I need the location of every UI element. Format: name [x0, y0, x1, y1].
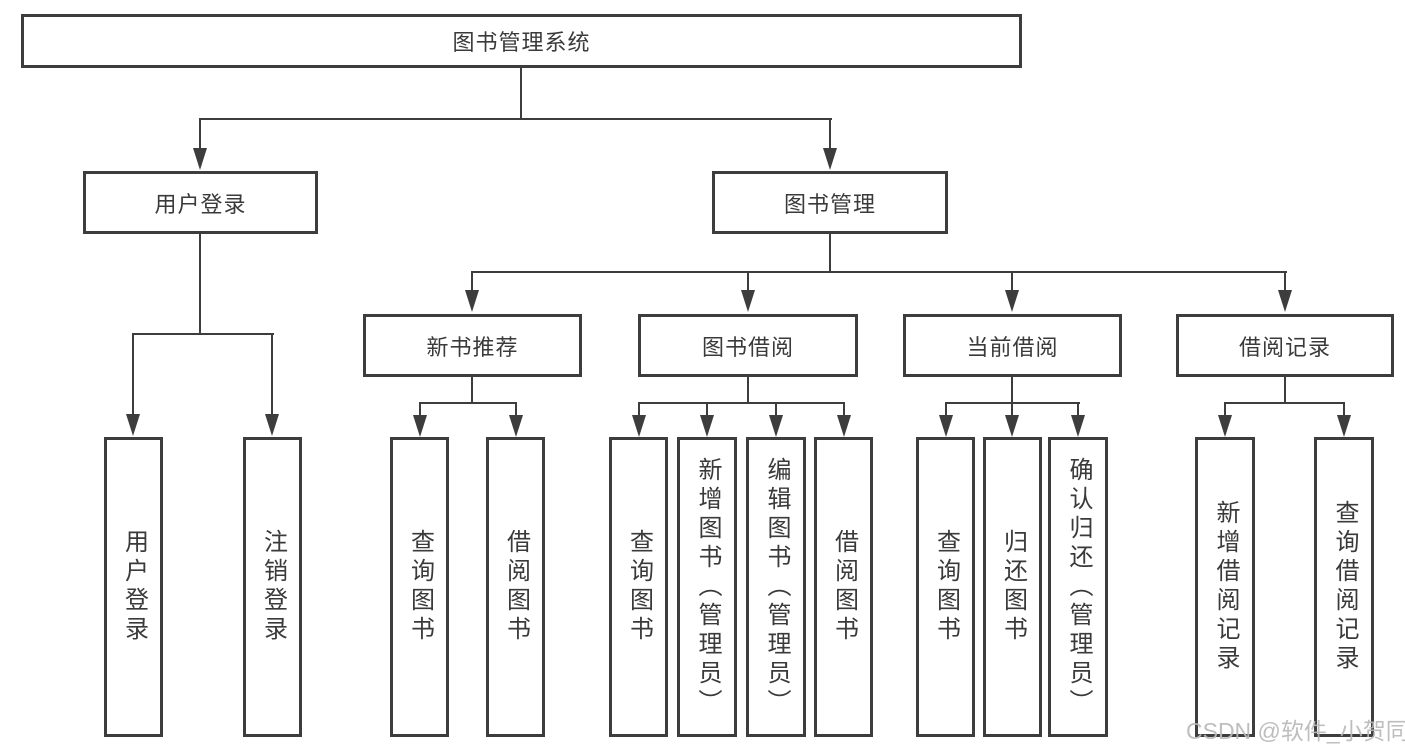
connector-segment [706, 402, 708, 416]
arrow-down-icon [837, 415, 851, 437]
node-borrowing-records-label: 借阅记录 [1238, 334, 1331, 360]
node-book-borrowing-label: 图书借阅 [701, 334, 794, 360]
arrow-down-icon [632, 415, 646, 437]
arrow-down-icon [1337, 415, 1351, 437]
connector-segment [829, 232, 831, 273]
connector-segment [1224, 402, 1226, 416]
arrow-down-icon [769, 415, 783, 437]
arrow-down-icon [1005, 290, 1019, 312]
leaf-user-login-label: 用户登录 [120, 529, 148, 645]
connector-segment [132, 333, 134, 416]
leaf-query-books-3: 查询图书 [916, 437, 975, 737]
leaf-add-books-admin-label: 新增图书（管理员） [694, 456, 721, 718]
leaf-edit-books-admin: 编辑图书（管理员） [746, 437, 806, 737]
connector-segment [520, 66, 522, 119]
node-borrowing-records: 借阅记录 [1176, 314, 1394, 377]
leaf-borrow-books-2-label: 借阅图书 [830, 529, 858, 645]
connector-segment [199, 118, 832, 120]
connector-segment [471, 271, 1287, 273]
arrow-down-icon [1005, 415, 1019, 437]
csdn-watermark: CSDN @软件_小贺同学 [1186, 718, 1405, 744]
leaf-logout-label: 注销登录 [259, 529, 287, 645]
connector-segment [945, 402, 947, 416]
arrow-down-icon [700, 415, 714, 437]
leaf-add-borrow-record-label: 新增借阅记录 [1212, 500, 1239, 674]
connector-segment [1343, 402, 1345, 416]
leaf-edit-books-admin-label: 编辑图书（管理员） [763, 456, 790, 718]
arrow-down-icon [741, 290, 755, 312]
node-root-label: 图书管理系统 [452, 30, 591, 55]
leaf-query-borrow-record-label: 查询借阅记录 [1331, 500, 1358, 674]
leaf-logout: 注销登录 [243, 437, 302, 737]
leaf-confirm-return-admin: 确认归还（管理员） [1048, 437, 1108, 737]
node-book-borrowing: 图书借阅 [638, 314, 858, 377]
connector-segment [1224, 402, 1345, 404]
connector-segment [1284, 271, 1286, 291]
node-user-login-label: 用户登录 [154, 191, 247, 217]
connector-segment [1077, 402, 1079, 416]
connector-segment [471, 271, 473, 291]
leaf-return-books-label: 归还图书 [999, 529, 1027, 645]
connector-segment [1011, 402, 1013, 416]
arrow-down-icon [126, 414, 140, 436]
node-user-login: 用户登录 [83, 171, 318, 234]
arrow-down-icon [193, 148, 207, 170]
leaf-query-books-1-label: 查询图书 [406, 529, 434, 645]
arrow-down-icon [509, 415, 523, 437]
connector-segment [419, 402, 421, 416]
connector-segment [271, 333, 273, 416]
node-current-borrowing: 当前借阅 [903, 314, 1122, 377]
leaf-query-books-2-label: 查询图书 [625, 529, 653, 645]
connector-segment [132, 333, 274, 335]
leaf-return-books: 归还图书 [983, 437, 1042, 737]
leaf-add-books-admin: 新增图书（管理员） [677, 437, 737, 737]
connector-segment [829, 118, 831, 150]
node-new-book-recommendation: 新书推荐 [363, 314, 582, 377]
node-current-borrowing-label: 当前借阅 [966, 334, 1059, 360]
leaf-query-borrow-record: 查询借阅记录 [1314, 437, 1374, 737]
connector-segment [419, 402, 517, 404]
node-book-management: 图书管理 [712, 171, 948, 234]
connector-segment [471, 375, 473, 404]
connector-segment [747, 271, 749, 291]
leaf-query-books-3-label: 查询图书 [932, 529, 960, 645]
leaf-query-books-2: 查询图书 [609, 437, 668, 737]
connector-segment [843, 402, 845, 416]
connector-segment [638, 402, 845, 404]
leaf-confirm-return-admin-label: 确认归还（管理员） [1065, 456, 1092, 718]
arrow-down-icon [1071, 415, 1085, 437]
arrow-down-icon [823, 148, 837, 170]
node-root-library-system: 图书管理系统 [21, 14, 1022, 68]
node-new-book-recommendation-label: 新书推荐 [426, 334, 519, 360]
leaf-query-books-1: 查询图书 [390, 437, 449, 737]
connector-segment [199, 118, 201, 150]
arrow-down-icon [265, 414, 279, 436]
leaf-user-login: 用户登录 [104, 437, 163, 737]
arrow-down-icon [1278, 290, 1292, 312]
connector-segment [747, 375, 749, 404]
connector-segment [775, 402, 777, 416]
leaf-add-borrow-record: 新增借阅记录 [1195, 437, 1255, 737]
connector-segment [515, 402, 517, 416]
leaf-borrow-books-1: 借阅图书 [486, 437, 545, 737]
leaf-borrow-books-1-label: 借阅图书 [502, 529, 530, 645]
connector-segment [638, 402, 640, 416]
arrow-down-icon [465, 290, 479, 312]
connector-segment [199, 232, 201, 335]
connector-segment [1284, 375, 1286, 404]
arrow-down-icon [939, 415, 953, 437]
connector-segment [1011, 375, 1013, 404]
arrow-down-icon [1218, 415, 1232, 437]
arrow-down-icon [413, 415, 427, 437]
leaf-borrow-books-2: 借阅图书 [814, 437, 873, 737]
connector-segment [1011, 271, 1013, 291]
node-book-management-label: 图书管理 [783, 191, 876, 217]
